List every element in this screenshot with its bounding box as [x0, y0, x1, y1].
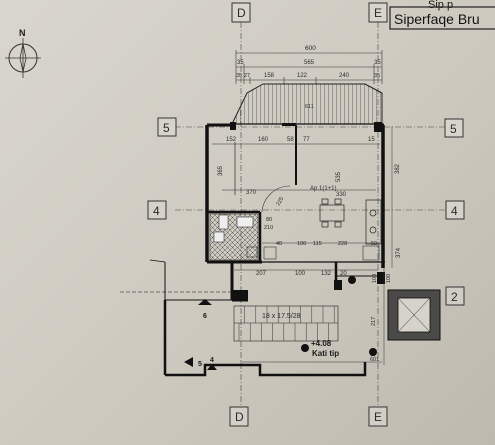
- dim-row-bath-e: 50: [371, 241, 377, 247]
- title-box-frame: [389, 6, 495, 30]
- dim-inner-e: 15: [368, 137, 375, 143]
- dim-overall: 600: [305, 45, 316, 52]
- stair-num-label: 6: [203, 313, 207, 320]
- axis-bubbles: D E D E 5 5 4 4 2: [147, 2, 465, 427]
- title-top-text: Sip p: [428, 0, 453, 11]
- axis-e-top: E: [374, 6, 382, 20]
- dining-table: [319, 198, 345, 228]
- cabinet-right-icon: [362, 245, 380, 261]
- sink-icon: [236, 216, 254, 228]
- section-arrow-6-icon: 6: [198, 299, 212, 320]
- top-dimensions: [235, 50, 383, 84]
- dim-row2-b: 565: [304, 60, 315, 66]
- title-block: Sip p Siperfaqe Bru: [389, 0, 495, 30]
- dim-row2-c: 35: [374, 60, 381, 66]
- elevation-marker-icon: [301, 344, 309, 352]
- dim-row3-b: 27: [244, 73, 250, 79]
- dim-vert-right2: 374: [396, 247, 402, 258]
- dim-inner-a: 152: [226, 137, 237, 143]
- north-compass-icon: N: [5, 28, 41, 78]
- dim-lower-b: 100: [295, 271, 306, 277]
- dim-row3-c: 158: [264, 73, 275, 79]
- axis-4-right: 4: [451, 204, 458, 218]
- dim-inner-d: 77: [303, 137, 310, 143]
- door-angle-label: 225: [276, 196, 286, 207]
- elevator-shaft: [387, 289, 441, 341]
- axis-5-left: 5: [163, 121, 170, 135]
- dim-room-width: 370: [246, 190, 257, 196]
- axis-d-top: D: [237, 6, 246, 20]
- cabinet-icon: [263, 246, 277, 260]
- dim-row3-a: 35: [236, 73, 242, 79]
- washer-icon: [246, 246, 258, 258]
- compass-label: N: [19, 28, 26, 38]
- dim-row3-e: 240: [339, 73, 350, 79]
- arrow-5-label: 5: [198, 361, 202, 368]
- dim-row3-d: 122: [297, 73, 308, 79]
- title-box-text: Siperfaqe Bru: [394, 11, 480, 27]
- dim-lower-c: 132: [321, 271, 332, 277]
- floor-label: Kati tip: [312, 349, 339, 358]
- elevation-label: +4.08: [311, 339, 332, 348]
- dim-vert-lower-c: 217: [371, 317, 377, 326]
- stair-label: 18 x 17.5/28: [262, 313, 301, 320]
- dim-inner-c: 58: [287, 137, 294, 143]
- apartment-label: Ap.1(1+1): [310, 186, 337, 192]
- dim-row-bath-d: 228: [338, 241, 347, 247]
- dim-lower-d: 20: [340, 271, 347, 277]
- section-arrow-5-4-icon: 5 4: [184, 357, 217, 370]
- landing-walls: [120, 259, 367, 377]
- shower-icon: [213, 231, 225, 243]
- stair-steps: [238, 306, 335, 341]
- axis-2-right: 2: [451, 290, 458, 304]
- dim-room-width2: 330: [336, 192, 347, 198]
- toilet-icon: [218, 214, 229, 230]
- dim-vert-mid: 535: [336, 171, 342, 182]
- staircase: [233, 305, 339, 342]
- dim-vert-left: 365: [218, 165, 224, 176]
- dim-vert-lower-a: 100: [372, 274, 378, 283]
- kitchen-counter: [365, 199, 382, 245]
- axis-d-bottom: D: [235, 410, 244, 424]
- dim-vert-right: 382: [395, 163, 401, 174]
- dim-row3-f: 35: [374, 73, 380, 79]
- axis-e-bottom: E: [374, 410, 382, 424]
- dim-balcony: 611: [305, 104, 314, 110]
- inner-dims: [212, 143, 380, 191]
- dim-inner-b: 160: [258, 137, 269, 143]
- axis-4-left: 4: [153, 204, 160, 218]
- level-marker-2-icon: [369, 348, 377, 356]
- axis-5-right: 5: [450, 122, 457, 136]
- dim-bath-a: 80: [266, 217, 272, 223]
- arrow-4-label: 4: [210, 357, 214, 364]
- dim-lower-a: 207: [256, 271, 267, 277]
- columns: [230, 122, 385, 300]
- level-marker-icon: [348, 276, 356, 284]
- dim-width-bottom: 601: [370, 357, 379, 363]
- dim-row-bath-a: 40: [276, 241, 282, 247]
- grid-axes: [175, 22, 445, 405]
- dim-bath-b: 210: [264, 225, 273, 231]
- dim-row-bath-b: 100: [297, 241, 306, 247]
- dim-row-bath-c: 115: [313, 241, 322, 247]
- dim-vert-lower-b: 100: [386, 274, 392, 283]
- dim-row2-a: 35: [237, 60, 244, 66]
